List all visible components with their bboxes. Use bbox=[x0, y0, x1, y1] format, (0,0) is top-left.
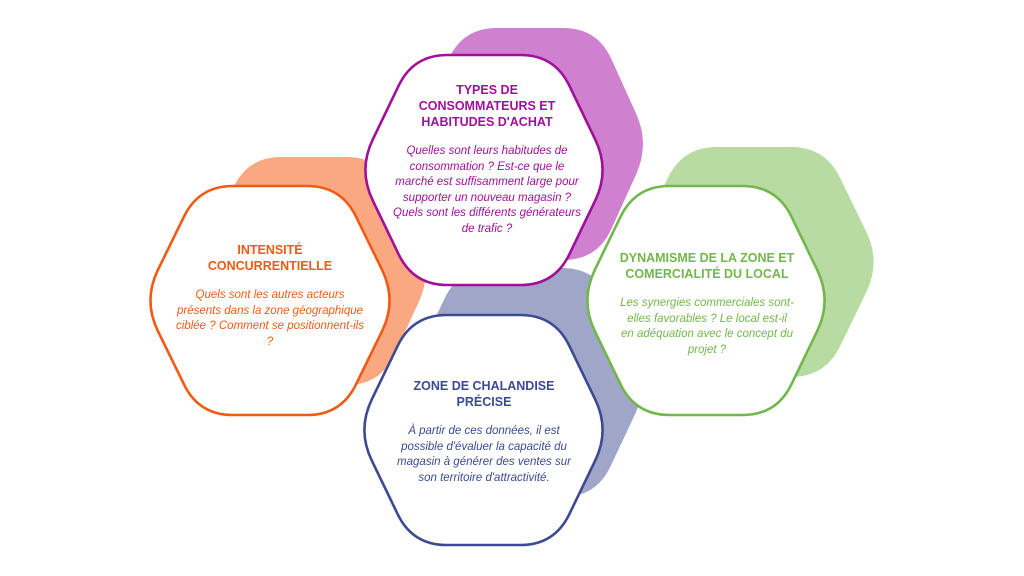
card-title: DYNAMISME DE LA ZONE ET COMERCIALITÉ DU … bbox=[619, 251, 795, 281]
card-title: ZONE DE CHALANDISE PRÉCISE bbox=[413, 379, 555, 409]
card-description: Quels sont les autres acteurs présents d… bbox=[176, 289, 364, 348]
card-consommateurs: TYPES DE CONSOMMATEURS ET HABITUDES D'AC… bbox=[392, 82, 582, 237]
card-description: Quelles sont leurs habitudes de consomma… bbox=[393, 145, 581, 235]
card-title: INTENSITÉ CONCURRENTIELLE bbox=[207, 243, 333, 273]
card-description: À partir de ces données, il est possible… bbox=[397, 425, 571, 484]
hexagon-outline-consommateurs bbox=[364, 53, 604, 287]
hexagon-outline-dynamisme bbox=[586, 184, 826, 417]
hexagon-outline-chalandise bbox=[363, 313, 604, 547]
card-title: TYPES DE CONSOMMATEURS ET HABITUDES D'AC… bbox=[418, 83, 556, 129]
hexagon-outline-intensite bbox=[149, 184, 391, 417]
card-description: Les synergies commerciales sont-elles fa… bbox=[620, 297, 794, 356]
card-intensite: INTENSITÉ CONCURRENTIELLE Quels sont les… bbox=[175, 242, 365, 350]
card-dynamisme: DYNAMISME DE LA ZONE ET COMERCIALITÉ DU … bbox=[612, 250, 802, 358]
card-chalandise: ZONE DE CHALANDISE PRÉCISE À partir de c… bbox=[390, 378, 578, 486]
